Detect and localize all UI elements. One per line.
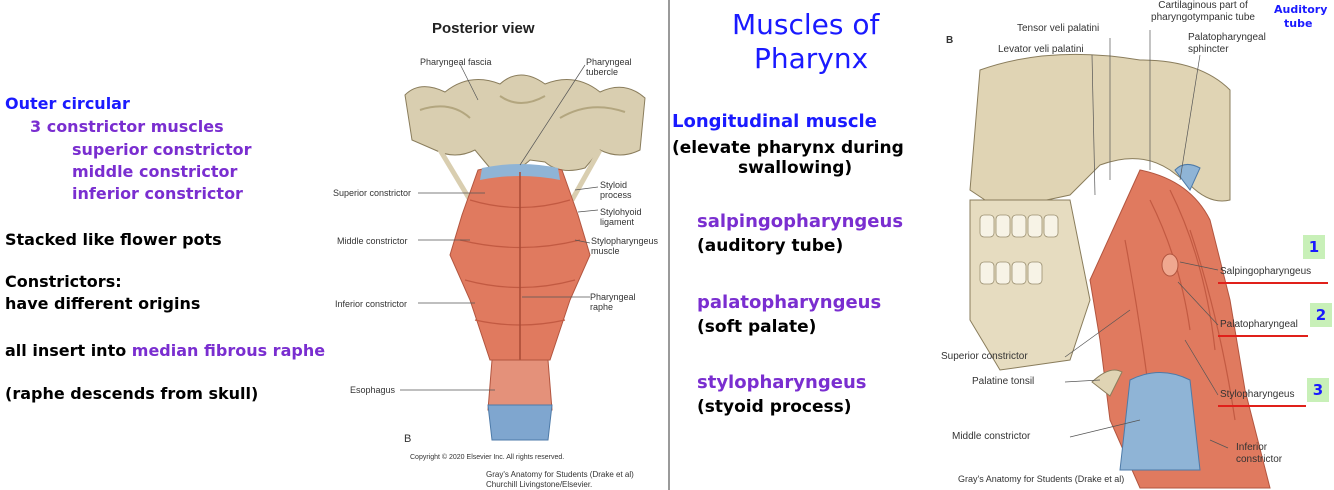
origins-text: have different origins — [5, 294, 201, 313]
outer-circular-heading: Outer circular — [5, 94, 130, 113]
skull-texture — [419, 95, 626, 119]
superior-constrictor-item: superior constrictor — [72, 140, 252, 159]
constrictors-heading: Constrictors: — [5, 272, 122, 291]
label-cartilaginous-2: pharyngotympanic tube — [1151, 12, 1255, 23]
skull-shape — [969, 53, 1231, 211]
number-box-1: 1 — [1303, 235, 1325, 259]
underline-palatopharyngeal — [1218, 335, 1308, 337]
palatine-tonsil-shape — [1161, 253, 1179, 277]
label-inferior-constrictor-1: Inferior — [1236, 442, 1268, 453]
styloid-process-left — [437, 148, 473, 202]
larynx-shape — [1119, 372, 1201, 471]
right-citation: Gray's Anatomy for Students (Drake et al… — [958, 474, 1125, 484]
number-box-3: 3 — [1307, 378, 1329, 402]
label-pharyngeal-fascia: Pharyngeal fascia — [420, 57, 492, 67]
label-middle-constrictor-right: Middle constrictor — [952, 431, 1031, 442]
label-palatine-tonsil: Palatine tonsil — [972, 376, 1035, 387]
insert-prefix: all insert into — [5, 341, 132, 360]
middle-constrictor-item: middle constrictor — [72, 162, 238, 181]
inferior-constrictor-item: inferior constrictor — [72, 184, 243, 203]
elevate-line-2: swallowing) — [738, 158, 853, 178]
label-tensor-veli-palatini: Tensor veli palatini — [1017, 23, 1100, 34]
label-palatopharyngeal: Palatopharyngeal — [1220, 319, 1298, 330]
label-stylohyoid-ligament: Stylohyoid ligament — [600, 207, 642, 227]
title-line-1: Muscles of — [732, 8, 880, 41]
elevate-line-1: (elevate pharynx during — [672, 138, 904, 158]
stylopharyngeus-attachment: (styoid process) — [697, 397, 852, 417]
auditory-tube-label-1: Auditory — [1274, 3, 1328, 16]
stylopharyngeus-term: stylopharyngeus — [697, 372, 867, 393]
label-salpingopharyngeus: Salpingopharyngeus — [1220, 266, 1312, 277]
esophagus-end — [487, 404, 553, 441]
left-slide: Outer circular 3 constrictor muscles sup… — [5, 0, 669, 490]
copyright-line: Copyright © 2020 Elsevier Inc. All right… — [410, 454, 565, 461]
slide-divider — [668, 0, 670, 490]
label-pharyngeal-raphe: Pharyngeal raphe — [590, 292, 636, 312]
posterior-view-illustration — [400, 63, 646, 441]
leader-lines — [400, 63, 599, 391]
right-slide: Muscles of Pharynx Longitudinal muscle (… — [670, 0, 1334, 490]
raphe-note: (raphe descends from skull) — [5, 384, 259, 403]
longitudinal-heading: Longitudinal muscle — [672, 111, 877, 132]
number-box-2: 2 — [1310, 303, 1332, 327]
label-superior-constrictor: Superior constrictor — [333, 188, 412, 198]
label-inferior-constrictor: Inferior constrictor — [335, 299, 408, 309]
constrictor-count: 3 constrictor muscles — [30, 117, 224, 136]
label-esophagus: Esophagus — [350, 385, 396, 395]
left-citation-1: Gray's Anatomy for Students (Drake et al… — [486, 470, 634, 479]
salpingopharyngeus-term: salpingopharyngeus — [697, 211, 904, 232]
title-line-2: Pharynx — [754, 42, 869, 75]
label-levator-veli-palatini: Levator veli palatini — [998, 44, 1084, 55]
label-pharyngeal-tubercle: Pharyngeal tubercle — [586, 57, 632, 77]
label-inferior-constrictor-2: constrictor — [1236, 454, 1283, 465]
label-stylopharyngeus-muscle: Stylopharyngeus muscle — [591, 236, 659, 256]
underline-stylopharyngeus — [1218, 405, 1306, 407]
stacked-text: Stacked like flower pots — [5, 230, 222, 249]
label-stylopharyngeus: Stylopharyngeus — [1220, 389, 1295, 400]
palatopharyngeus-attachment: (soft palate) — [697, 317, 817, 337]
right-leader-lines — [1064, 30, 1229, 449]
median-raphe-highlight: median fibrous raphe — [131, 341, 326, 360]
label-palatopharyngeal-sphincter-2: sphincter — [1188, 44, 1229, 55]
styloid-process-right — [569, 148, 603, 202]
mandible — [969, 199, 1091, 371]
sagittal-illustration — [969, 30, 1271, 489]
hyoid-shape — [1091, 369, 1123, 397]
label-cartilaginous-1: Cartilaginous part of — [1158, 0, 1248, 11]
label-superior-constrictor-right: Superior constrictor — [941, 351, 1028, 362]
label-palatopharyngeal-sphincter-1: Palatopharyngeal — [1188, 32, 1266, 43]
left-citation-2: Churchill Livingstone/Elsevier. — [486, 480, 593, 489]
label-styloid-process: Styloid process — [600, 180, 632, 200]
label-middle-constrictor: Middle constrictor — [337, 236, 408, 246]
figure-title: Posterior view — [432, 20, 535, 37]
auditory-tube-label-2: tube — [1284, 17, 1313, 30]
insert-text: all insert into median fibrous raphe — [5, 341, 325, 361]
palatopharyngeus-term: palatopharyngeus — [697, 292, 882, 313]
esophagus-shape — [487, 359, 553, 411]
salpingopharyngeus-attachment: (auditory tube) — [697, 236, 844, 256]
right-panel-letter: B — [946, 35, 954, 46]
underline-salpingopharyngeus — [1218, 282, 1328, 284]
teeth — [979, 214, 1059, 285]
left-panel-letter: B — [404, 433, 412, 445]
